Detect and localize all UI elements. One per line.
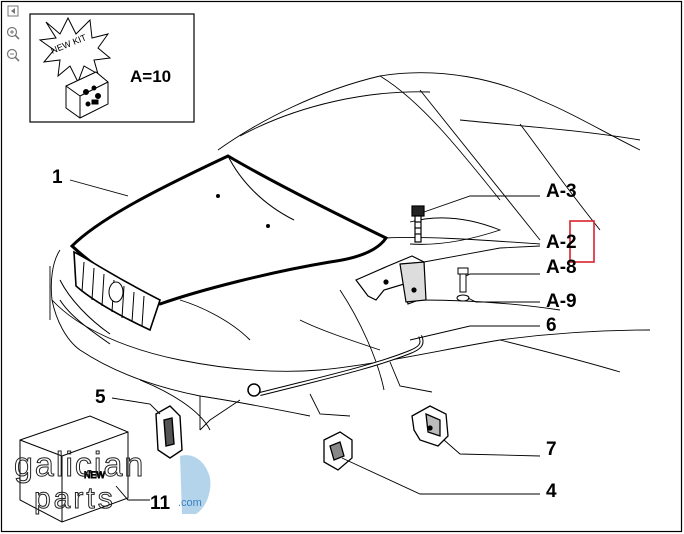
galician-parts-watermark [180,455,211,514]
kit-parts-sketch [65,71,109,119]
zoom-toolbar [6,4,22,70]
callout-5[interactable]: 5 [95,387,106,408]
zoom-out-icon[interactable] [6,48,20,62]
callout-1[interactable]: 1 [52,167,63,188]
bolt-part-a8[interactable] [457,267,469,293]
hood-hinge-part-a2[interactable] [355,255,427,305]
kit-quantity: A=10 [130,67,172,86]
svg-text:NEW: NEW [84,470,106,480]
callout-a8[interactable]: A-8 [546,257,577,278]
clip-part-4[interactable] [323,431,353,471]
callout-a3[interactable]: A-3 [546,181,577,202]
front-grille [59,250,161,345]
clip-part-5[interactable] [155,405,183,459]
kit-box-part-11[interactable]: NEW [19,415,129,523]
bolt-part-a3[interactable] [411,205,425,243]
zoom-in-icon[interactable] [6,26,20,40]
watermark-line-2: parts [34,482,116,515]
callout-11[interactable]: 11 [150,493,171,514]
reset-view-icon[interactable] [6,4,20,18]
watermark-suffix: .com [178,497,202,509]
washer-part-a9[interactable] [456,294,470,302]
leader-lines [69,179,541,501]
highlight-box-a2 [569,220,595,263]
callout-7[interactable]: 7 [546,439,557,460]
bracket-part-7[interactable] [411,405,449,447]
callout-6[interactable]: 6 [546,315,557,336]
hood-support-rod-part-6[interactable] [247,335,424,397]
callout-a2[interactable]: A-2 [546,232,577,253]
kit-box [29,13,195,123]
car-body-outline [49,72,651,431]
callout-4[interactable]: 4 [546,481,557,502]
watermark-line-1: galician [13,446,146,484]
callout-a9[interactable]: A-9 [546,291,577,312]
hood-part-1[interactable] [69,154,389,306]
